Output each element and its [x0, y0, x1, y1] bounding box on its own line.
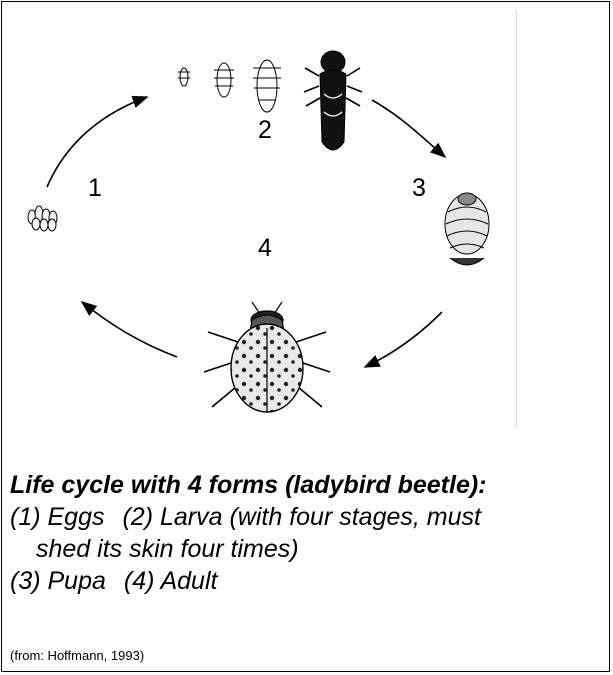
arrow-larva-to-pupa — [372, 100, 445, 157]
caption-larva: (2) Larva (with four stages, must — [122, 503, 480, 531]
ladybird-beetle-icon — [204, 302, 330, 412]
larva-stage-1 — [178, 68, 190, 86]
pupa-icon — [445, 193, 489, 265]
caption-line-eggs-larva: (1) Eggs (2) Larva (with four stages, mus… — [10, 501, 605, 533]
stage-number-4: 4 — [258, 236, 272, 261]
larva-stage-3 — [253, 60, 281, 112]
arrow-pupa-to-adult — [365, 312, 442, 367]
larva-stage-2 — [214, 63, 234, 97]
figure-caption: Life cycle with 4 forms (ladybird beetle… — [10, 469, 605, 597]
life-cycle-diagram — [2, 2, 607, 442]
arrow-adult-to-eggs — [82, 302, 177, 357]
stage-number-3: 3 — [412, 176, 426, 201]
stage-number-1: 1 — [88, 176, 102, 201]
caption-line-pupa-adult: (3) Pupa (4) Adult — [10, 565, 605, 597]
caption-larva-continued: shed its skin four times) — [10, 533, 605, 565]
larva-stage-4 — [304, 51, 362, 150]
caption-title: Life cycle with 4 forms (ladybird beetle… — [10, 469, 605, 501]
stage-number-2: 2 — [258, 118, 272, 143]
caption-pupa: (3) Pupa — [10, 567, 106, 595]
caption-eggs: (1) Eggs — [10, 503, 104, 531]
source-citation: (from: Hoffmann, 1993) — [10, 648, 144, 664]
caption-adult: (4) Adult — [124, 567, 218, 595]
egg-cluster-icon — [28, 206, 57, 231]
